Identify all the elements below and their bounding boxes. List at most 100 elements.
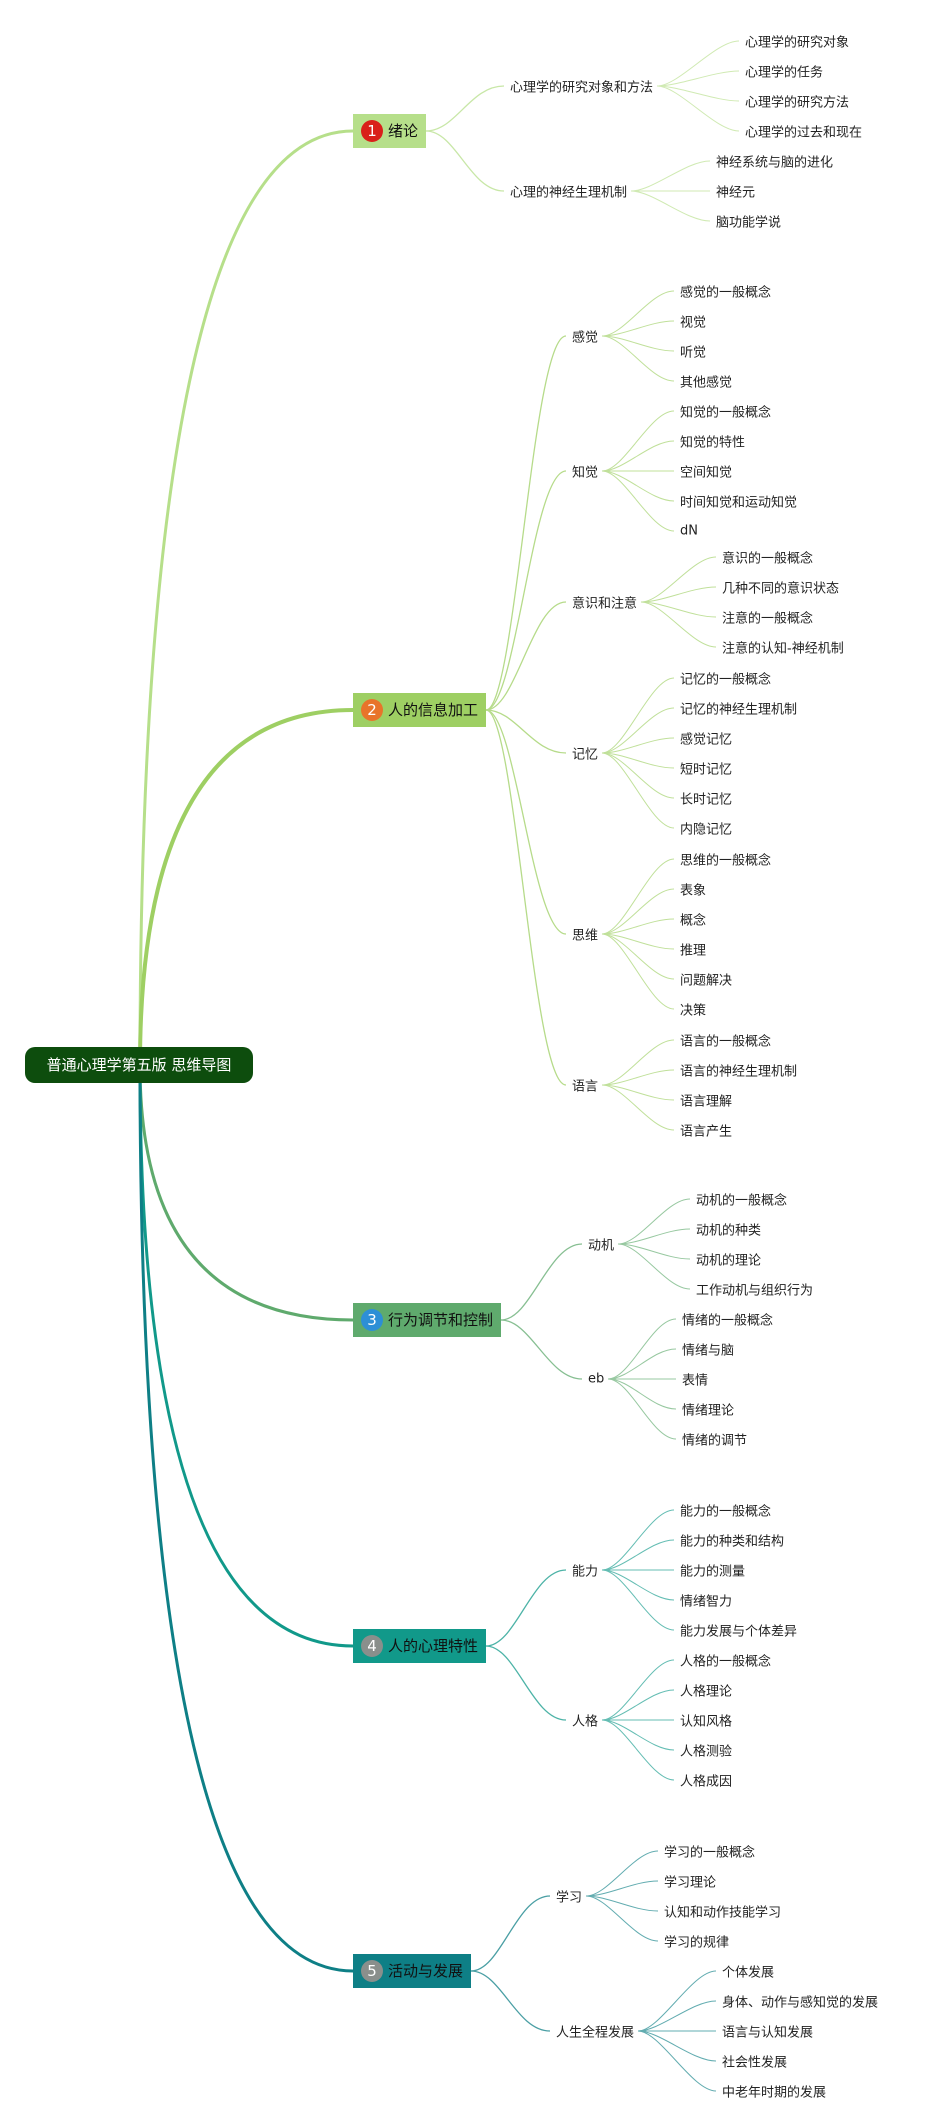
leaf-connector bbox=[601, 1659, 675, 1721]
subtopic-node[interactable]: 社会性发展 bbox=[722, 2055, 788, 2071]
subtopic-node[interactable]: 语言与认知发展 bbox=[722, 2025, 814, 2041]
sub-connector bbox=[485, 1569, 567, 1647]
leaf-connector bbox=[637, 2030, 717, 2062]
subtopic-node[interactable]: 学习的一般概念 bbox=[664, 1845, 756, 1861]
subtopic-node[interactable]: 工作动机与组织行为 bbox=[696, 1283, 814, 1299]
topic-node[interactable]: 感觉 bbox=[572, 330, 599, 346]
subtopic-node[interactable]: 注意的一般概念 bbox=[722, 611, 814, 627]
topic-node[interactable]: 学习 bbox=[556, 1890, 583, 1906]
topic-node[interactable]: 人生全程发展 bbox=[556, 2025, 635, 2041]
subtopic-node[interactable]: 认知和动作技能学习 bbox=[664, 1905, 782, 1921]
subtopic-node[interactable]: 人格测验 bbox=[680, 1744, 733, 1760]
subtopic-node[interactable]: 神经系统与脑的进化 bbox=[716, 155, 834, 171]
subtopic-node[interactable]: 身体、动作与感知觉的发展 bbox=[722, 1995, 879, 2011]
topic-node[interactable]: 意识和注意 bbox=[572, 596, 638, 612]
subtopic-node[interactable]: 动机的理论 bbox=[696, 1253, 762, 1269]
subtopic-node[interactable]: 思维的一般概念 bbox=[680, 853, 772, 869]
subtopic-node[interactable]: 感觉的一般概念 bbox=[680, 285, 772, 301]
topic-node[interactable]: 动机 bbox=[588, 1238, 615, 1254]
subtopic-node[interactable]: 意识的一般概念 bbox=[722, 551, 814, 567]
topic-node[interactable]: 记忆 bbox=[572, 747, 599, 763]
leaf-connector bbox=[601, 1719, 675, 1751]
subtopic-node[interactable]: 记忆的神经生理机制 bbox=[680, 702, 798, 718]
root-node[interactable]: 普通心理学第五版 思维导图 bbox=[25, 1047, 253, 1083]
topic-node[interactable]: 知觉 bbox=[572, 465, 599, 481]
subtopic-node[interactable]: 长时记忆 bbox=[680, 792, 733, 808]
topic-node[interactable]: 心理学的研究对象和方法 bbox=[510, 80, 654, 96]
subtopic-node[interactable]: 决策 bbox=[680, 1003, 707, 1019]
subtopic-node[interactable]: 能力的测量 bbox=[680, 1564, 746, 1580]
subtopic-node[interactable]: 问题解决 bbox=[680, 973, 733, 989]
sub-connector bbox=[425, 130, 505, 192]
subtopic-node[interactable]: 学习理论 bbox=[664, 1875, 717, 1891]
subtopic-node[interactable]: 语言的神经生理机制 bbox=[680, 1064, 798, 1080]
leaf-connector bbox=[640, 586, 717, 603]
subtopic-node[interactable]: 神经元 bbox=[716, 185, 756, 201]
subtopic-node[interactable]: 心理学的过去和现在 bbox=[745, 125, 863, 141]
subtopic-node[interactable]: 心理学的研究对象 bbox=[745, 35, 850, 51]
subtopic-node[interactable]: 能力的种类和结构 bbox=[680, 1534, 785, 1550]
subtopic-node[interactable]: 情绪的一般概念 bbox=[682, 1313, 774, 1329]
subtopic-node[interactable]: 能力发展与个体差异 bbox=[680, 1624, 798, 1640]
subtopic-node[interactable]: 知觉的一般概念 bbox=[680, 405, 772, 421]
subtopic-node[interactable]: 短时记忆 bbox=[680, 762, 733, 778]
subtopic-node[interactable]: 认知风格 bbox=[680, 1714, 733, 1730]
subtopic-node[interactable]: 注意的认知-神经机制 bbox=[722, 641, 844, 657]
branch-connector bbox=[138, 1064, 354, 1973]
sub-connector bbox=[470, 1895, 551, 1972]
subtopic-node[interactable]: 动机的一般概念 bbox=[696, 1193, 788, 1209]
leaf-connector bbox=[656, 70, 740, 87]
sub-connector bbox=[485, 601, 567, 711]
topic-node[interactable]: 心理的神经生理机制 bbox=[510, 185, 628, 201]
leaf-connector bbox=[640, 601, 717, 648]
subtopic-node[interactable]: 记忆的一般概念 bbox=[680, 672, 772, 688]
subtopic-node[interactable]: 时间知觉和运动知觉 bbox=[680, 495, 798, 511]
leaf-connector bbox=[601, 470, 675, 502]
subtopic-node[interactable]: 内隐记忆 bbox=[680, 822, 733, 838]
topic-node[interactable]: 语言 bbox=[572, 1079, 599, 1095]
subtopic-node[interactable]: 推理 bbox=[680, 943, 707, 959]
subtopic-node[interactable]: 心理学的任务 bbox=[745, 65, 824, 81]
topic-node[interactable]: 能力 bbox=[572, 1564, 599, 1580]
subtopic-node[interactable]: 人格成因 bbox=[680, 1774, 733, 1790]
subtopic-node[interactable]: 其他感觉 bbox=[680, 375, 733, 391]
subtopic-node[interactable]: 人格的一般概念 bbox=[680, 1654, 772, 1670]
subtopic-node[interactable]: 脑功能学说 bbox=[716, 215, 782, 231]
subtopic-node[interactable]: 空间知觉 bbox=[680, 465, 733, 481]
leaf-connector bbox=[601, 1569, 675, 1631]
subtopic-node[interactable]: 学习的规律 bbox=[664, 1935, 730, 1951]
subtopic-node[interactable]: 动机的种类 bbox=[696, 1223, 762, 1239]
subtopic-node[interactable]: 情绪与脑 bbox=[682, 1343, 735, 1359]
subtopic-node[interactable]: 能力的一般概念 bbox=[680, 1504, 772, 1520]
subtopic-node[interactable]: dN bbox=[680, 523, 698, 539]
leaf-connector bbox=[640, 556, 717, 603]
subtopic-node[interactable]: 几种不同的意识状态 bbox=[722, 581, 840, 597]
subtopic-node[interactable]: 情绪的调节 bbox=[682, 1433, 748, 1449]
topic-node[interactable]: 思维 bbox=[572, 928, 599, 944]
subtopic-node[interactable]: 中老年时期的发展 bbox=[722, 2085, 827, 2101]
subtopic-node[interactable]: 概念 bbox=[680, 913, 707, 929]
subtopic-node[interactable]: 情绪智力 bbox=[680, 1594, 733, 1610]
subtopic-node[interactable]: 心理学的研究方法 bbox=[745, 95, 850, 111]
sub-connector bbox=[485, 1645, 567, 1721]
subtopic-node[interactable]: 语言产生 bbox=[680, 1124, 733, 1140]
subtopic-node[interactable]: 语言理解 bbox=[680, 1094, 733, 1110]
subtopic-node[interactable]: 听觉 bbox=[680, 345, 707, 361]
subtopic-node[interactable]: 感觉记忆 bbox=[680, 732, 733, 748]
subtopic-node[interactable]: 个体发展 bbox=[722, 1965, 775, 1981]
subtopic-node[interactable]: 表象 bbox=[680, 883, 707, 899]
subtopic-node[interactable]: 表情 bbox=[682, 1373, 709, 1389]
subtopic-node[interactable]: 语言的一般概念 bbox=[680, 1034, 772, 1050]
topic-node[interactable]: 人格 bbox=[572, 1714, 599, 1730]
subtopic-node[interactable]: 视觉 bbox=[680, 315, 707, 331]
subtopic-node[interactable]: 情绪理论 bbox=[682, 1403, 735, 1419]
subtopic-node[interactable]: 知觉的特性 bbox=[680, 435, 746, 451]
subtopic-node[interactable]: 人格理论 bbox=[680, 1684, 733, 1700]
topic-node[interactable]: eb bbox=[588, 1371, 605, 1387]
branch-label: 人的信息加工 bbox=[388, 701, 479, 719]
